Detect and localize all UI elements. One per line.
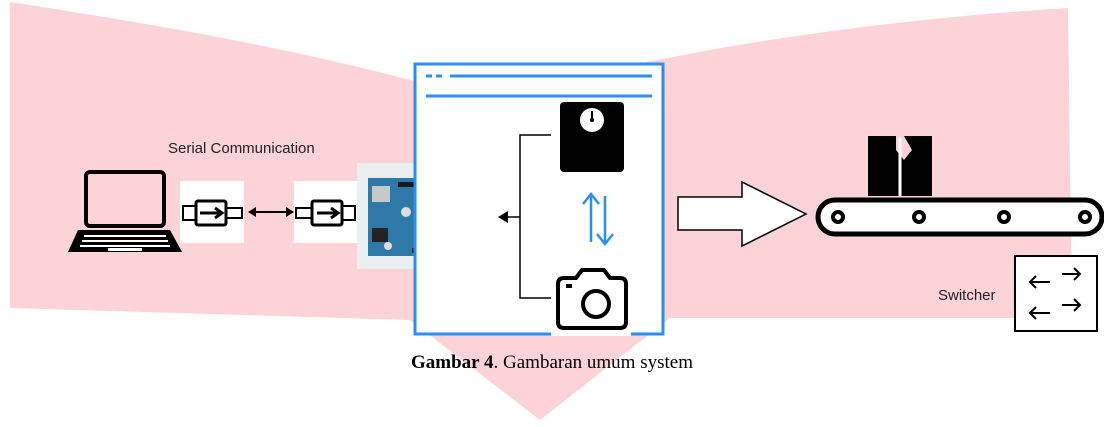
scale-icon [551, 98, 631, 174]
figure-number: Gambar 4 [411, 352, 494, 373]
big-right-arrow-icon [677, 180, 808, 248]
bidirectional-arrow-icon [248, 207, 294, 217]
switch-arrows-icon [1014, 255, 1098, 332]
camera-icon [551, 260, 631, 336]
switcher-label: Switcher [938, 287, 996, 304]
usb-plug-left-icon [180, 181, 244, 243]
sync-arrows-icon [582, 191, 614, 247]
serial-communication-label: Serial Communication [168, 140, 315, 157]
figure-caption: Gambar 4. Gambaran umum system [0, 352, 1104, 374]
conveyor-belt-icon [815, 197, 1104, 237]
boxes-icon [868, 136, 932, 196]
figure-title: . Gambaran umum system [493, 352, 693, 373]
sensor-connector [498, 134, 560, 299]
usb-plug-right-icon [294, 181, 358, 243]
laptop-icon [68, 170, 182, 252]
